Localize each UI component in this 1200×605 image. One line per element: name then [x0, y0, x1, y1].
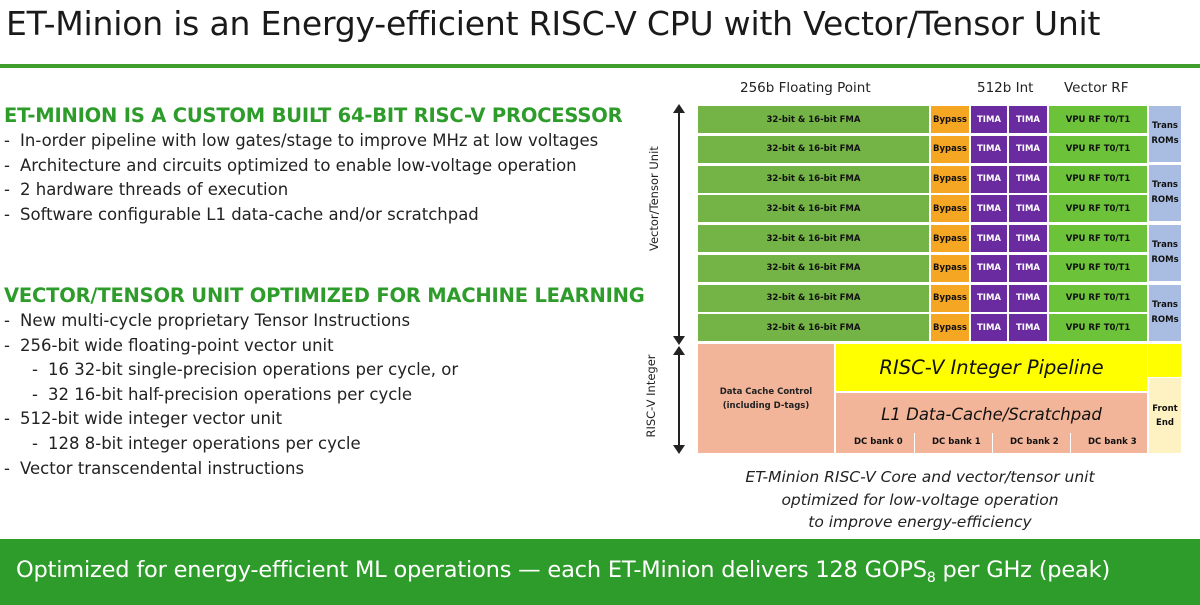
list-item: -512-bit wide integer vector unit — [4, 409, 283, 429]
dc-bank-label: DC bank 2 — [1010, 437, 1059, 447]
slide-title: ET-Minion is an Energy-efficient RISC-V … — [6, 4, 1101, 43]
tima-cell: TIMA — [970, 105, 1008, 134]
section-processor: ET-MINION IS A CUSTOM BUILT 64-BIT RISC-… — [4, 104, 623, 227]
vector-unit-arrow — [673, 104, 685, 345]
vpu-rf-cell: VPU RF T0/T1 — [1048, 105, 1148, 134]
list-item: -256-bit wide floating-point vector unit — [4, 335, 334, 355]
bypass-cell: Bypass — [930, 224, 970, 253]
vpu-rf-cell: VPU RF T0/T1 — [1048, 224, 1148, 253]
vpu-rf-cell: VPU RF T0/T1 — [1048, 313, 1148, 343]
section-vector-unit: VECTOR/TENSOR UNIT OPTIMIZED FOR MACHINE… — [4, 284, 645, 481]
fma-cell: 32-bit & 16-bit FMA — [697, 283, 930, 313]
tima-cell: TIMA — [970, 194, 1008, 224]
dc-bank-label: DC bank 3 — [1088, 437, 1137, 447]
bypass-cell: Bypass — [930, 134, 970, 164]
list-item: -2 hardware threads of execution — [4, 180, 289, 200]
bank-divider — [992, 433, 993, 455]
title-divider — [0, 64, 1200, 68]
tima-cell: TIMA — [970, 134, 1008, 164]
vector-feature-list: -New multi-cycle proprietary Tensor Inst… — [4, 309, 645, 481]
tima-cell: TIMA — [1008, 134, 1048, 164]
fma-cell: 32-bit & 16-bit FMA — [697, 134, 930, 164]
core-block-diagram: 256b Floating Point 512b Int Vector RF V… — [640, 76, 1200, 536]
tima-cell: TIMA — [970, 313, 1008, 343]
tima-cell: TIMA — [1008, 253, 1048, 283]
col-head-fp: 256b Floating Point — [740, 80, 871, 96]
diagram-caption: ET-Minion RISC-V Core and vector/tensor … — [745, 468, 1095, 531]
fma-cell: 32-bit & 16-bit FMA — [697, 164, 930, 194]
tima-cell: TIMA — [1008, 194, 1048, 224]
vpu-rf-cell: VPU RF T0/T1 — [1048, 134, 1148, 164]
col-head-int: 512b Int — [977, 80, 1034, 96]
list-item: -Software configurable L1 data-cache and… — [4, 204, 479, 224]
tima-cell: TIMA — [970, 164, 1008, 194]
vector-unit-label: Vector/Tensor Unit — [647, 146, 661, 251]
processor-feature-list: -In-order pipeline with low gates/stage … — [4, 129, 622, 227]
fma-cell: 32-bit & 16-bit FMA — [697, 194, 930, 224]
bypass-cell: Bypass — [930, 164, 970, 194]
vpu-rf-cell: VPU RF T0/T1 — [1048, 283, 1148, 313]
tima-cell: TIMA — [1008, 224, 1048, 253]
integer-arrow — [673, 346, 685, 454]
list-item: -16 32-bit single-precision operations p… — [32, 360, 459, 380]
footer-text: Optimized for energy-efficient ML operat… — [16, 557, 1111, 586]
fma-cell: 32-bit & 16-bit FMA — [697, 253, 930, 283]
tima-cell: TIMA — [970, 253, 1008, 283]
list-item: -New multi-cycle proprietary Tensor Inst… — [4, 311, 411, 330]
pipeline-extension — [1148, 343, 1182, 377]
bypass-cell: Bypass — [930, 105, 970, 134]
fma-cell: 32-bit & 16-bit FMA — [697, 313, 930, 343]
bypass-cell: Bypass — [930, 253, 970, 283]
dc-bank-label: DC bank 1 — [932, 437, 981, 447]
bypass-cell: Bypass — [930, 283, 970, 313]
dc-bank-label: DC bank 0 — [854, 437, 903, 447]
tima-cell: TIMA — [970, 283, 1008, 313]
list-item: -128 8-bit integer operations per cycle — [32, 433, 361, 453]
vpu-rf-cell: VPU RF T0/T1 — [1048, 194, 1148, 224]
bypass-cell: Bypass — [930, 194, 970, 224]
tima-cell: TIMA — [970, 224, 1008, 253]
integer-label: RISC-V Integer — [644, 354, 658, 438]
bank-divider — [1070, 433, 1071, 455]
list-item: -32 16-bit half-precision operations per… — [32, 384, 413, 404]
section-heading-processor: ET-MINION IS A CUSTOM BUILT 64-BIT RISC-… — [4, 104, 623, 127]
tima-cell: TIMA — [1008, 313, 1048, 343]
list-item: -Vector transcendental instructions — [4, 458, 305, 478]
fma-cell: 32-bit & 16-bit FMA — [697, 105, 930, 134]
footer-banner: Optimized for energy-efficient ML operat… — [0, 539, 1200, 605]
tima-cell: TIMA — [1008, 105, 1048, 134]
list-item: -Architecture and circuits optimized to … — [4, 155, 577, 175]
fma-cell: 32-bit & 16-bit FMA — [697, 224, 930, 253]
l1-cache-label: L1 Data-Cache/Scratchpad — [881, 405, 1102, 424]
tima-cell: TIMA — [1008, 164, 1048, 194]
section-heading-vector: VECTOR/TENSOR UNIT OPTIMIZED FOR MACHINE… — [4, 284, 645, 307]
l1-cache-block: L1 Data-Cache/Scratchpad DC bank 0 DC ba… — [835, 392, 1148, 455]
vpu-rf-cell: VPU RF T0/T1 — [1048, 164, 1148, 194]
vpu-rf-cell: VPU RF T0/T1 — [1048, 253, 1148, 283]
integer-pipeline-block: RISC-V Integer Pipeline — [835, 343, 1148, 392]
list-item: -In-order pipeline with low gates/stage … — [4, 131, 599, 150]
col-head-rf: Vector RF — [1064, 80, 1129, 96]
bypass-cell: Bypass — [930, 313, 970, 343]
bank-divider — [914, 433, 915, 455]
tima-cell: TIMA — [1008, 283, 1048, 313]
data-cache-control-block: Data Cache Control(including D-tags) — [697, 343, 835, 454]
